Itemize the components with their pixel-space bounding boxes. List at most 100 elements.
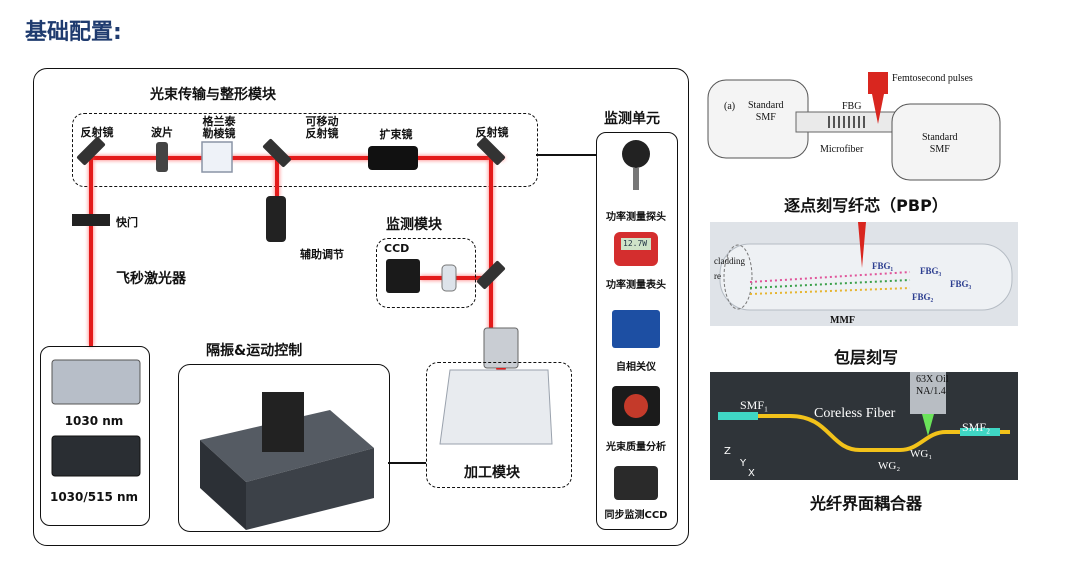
autocorrelator-icon <box>612 310 660 348</box>
cladding-caption: 包层刻写 <box>833 348 899 367</box>
glan-prism-shape <box>201 141 233 173</box>
pbp-microfiber-label: Microfiber <box>820 144 864 155</box>
axis-z-label: Z <box>724 446 731 457</box>
waveplate-shape <box>156 142 168 172</box>
beam-transport-module <box>72 113 538 187</box>
beam-profiler-lens <box>624 394 648 418</box>
optical-table-side <box>246 448 374 530</box>
power-probe-post <box>633 168 639 190</box>
laser-panel <box>40 346 150 526</box>
pbp-panel-tag: (a) <box>724 101 736 112</box>
coupler-smf2 <box>960 428 1000 436</box>
cladding-illustration <box>710 222 1018 326</box>
pbp-illustration <box>707 72 1001 181</box>
fbg1-label: FBG₁ <box>872 261 894 271</box>
cladding-fiber <box>719 243 1013 311</box>
pbp-grating <box>828 116 865 128</box>
monitor-unit-icons <box>612 140 660 500</box>
cladding-end <box>723 244 753 310</box>
monitor-unit-title: 监测单元 <box>604 111 660 127</box>
shutter-shape <box>72 214 110 226</box>
optics-svg <box>51 136 553 530</box>
laser1-label: 1030 nm <box>64 414 124 428</box>
wg1-label: WG₁ <box>910 448 933 460</box>
waveplate-label: 波片 <box>151 126 173 139</box>
coupler-waveguide <box>720 414 1010 452</box>
coupler-bg <box>710 372 1018 480</box>
beam-laser-up <box>89 158 93 346</box>
wg2-label: WG₂ <box>878 460 901 472</box>
power-meter-reading: 12.7W <box>623 239 648 248</box>
beam-horizontal <box>92 156 504 160</box>
axis-y-label: Y <box>740 458 747 469</box>
coupler-smf1 <box>718 412 758 420</box>
axis-x-label: X <box>748 468 755 479</box>
aux-adjust-label: 辅助调节 <box>300 248 344 261</box>
monitor-item-4: 光束质量分析 <box>606 442 666 453</box>
monitor-unit-connector <box>536 154 596 156</box>
isolation-connector <box>388 462 426 464</box>
cladding-label: cladding <box>714 256 745 266</box>
beam-aux <box>275 158 279 198</box>
mirror2-label: 反射镜 <box>475 126 509 139</box>
pbp-fbg-label: FBG <box>842 101 862 112</box>
stage-shape <box>262 392 304 452</box>
pbp-caption: 逐点刻写纤芯（PBP） <box>784 196 948 215</box>
laser-title: 飞秒激光器 <box>116 271 186 287</box>
laser2-label: 1030/515 nm <box>49 490 139 504</box>
pbp-pulse-beam <box>872 94 884 124</box>
beam-expander-shape <box>368 146 418 170</box>
pbp-right-fiber-label: Standard SMF <box>922 132 958 155</box>
monitor-item-5: 同步监测CCD <box>604 510 668 521</box>
shutter-label: 快门 <box>116 216 138 229</box>
power-probe-icon <box>622 140 650 168</box>
beam-down-right <box>489 158 493 334</box>
processing-title: 加工模块 <box>464 465 520 481</box>
monitor-item-3: 自相关仪 <box>616 362 656 373</box>
cladding-laser <box>858 222 866 268</box>
optical-table-front <box>200 440 246 530</box>
fbg2-label: FBG₂ <box>912 292 934 302</box>
coupler-caption: 光纤界面耦合器 <box>809 494 923 513</box>
main-diagram-frame <box>33 68 689 546</box>
coupler-objective <box>910 372 946 414</box>
objective-label: 63X Oil NA/1.4 <box>916 374 949 397</box>
fbg3a-label: FBG₃ <box>920 266 942 276</box>
ccd-camera-shape <box>386 259 420 293</box>
ccd-lens-shape <box>441 264 457 292</box>
smf1-label: SMF₁ <box>740 398 769 412</box>
coreless-label: Coreless Fiber <box>814 406 896 421</box>
pbp-left-fiber-label: Standard SMF <box>748 100 784 123</box>
laser1-shape <box>51 359 141 405</box>
pbp-right-fiber <box>891 103 1001 181</box>
monitor-module-title: 监测模块 <box>386 217 442 233</box>
processing-plate <box>439 369 553 445</box>
core-label: re <box>714 271 721 281</box>
pbp-pulses-label: Femtosecond pulses <box>892 73 973 84</box>
isolation-panel <box>178 364 390 532</box>
smf2-label: SMF₂ <box>962 420 991 434</box>
coupler-illustration <box>710 372 1018 480</box>
movable-mirror-shape <box>262 138 292 168</box>
monitor-unit-panel <box>596 132 678 530</box>
fbg3b-label: FBG₃ <box>950 279 972 289</box>
mirror1-shape <box>76 136 106 166</box>
cladding-gratings <box>749 271 911 295</box>
page-title: 基础配置: <box>25 20 122 45</box>
monitor-item-2: 功率测量表头 <box>606 280 666 291</box>
beam-transport-title: 光束传输与整形模块 <box>150 87 276 103</box>
mirror1-label: 反射镜 <box>80 126 114 139</box>
coupler-beam <box>922 414 934 436</box>
movable-mirror-label: 可移动 反射镜 <box>305 115 339 140</box>
ccd-label: CCD <box>384 242 410 255</box>
processing-module <box>426 362 572 488</box>
laser2-shape <box>51 435 141 477</box>
mmf-label: MMF <box>830 315 855 326</box>
sync-ccd-icon <box>614 466 658 500</box>
beam-expander-label: 扩束镜 <box>379 128 413 141</box>
glan-prism-label: 格兰泰 勒棱镜 <box>202 115 236 140</box>
monitor-item-1: 功率测量探头 <box>606 212 666 223</box>
isolation-title: 隔振&运动控制 <box>206 343 303 359</box>
pbp-laser-head <box>868 72 888 94</box>
aux-adjust-shape <box>266 196 286 242</box>
